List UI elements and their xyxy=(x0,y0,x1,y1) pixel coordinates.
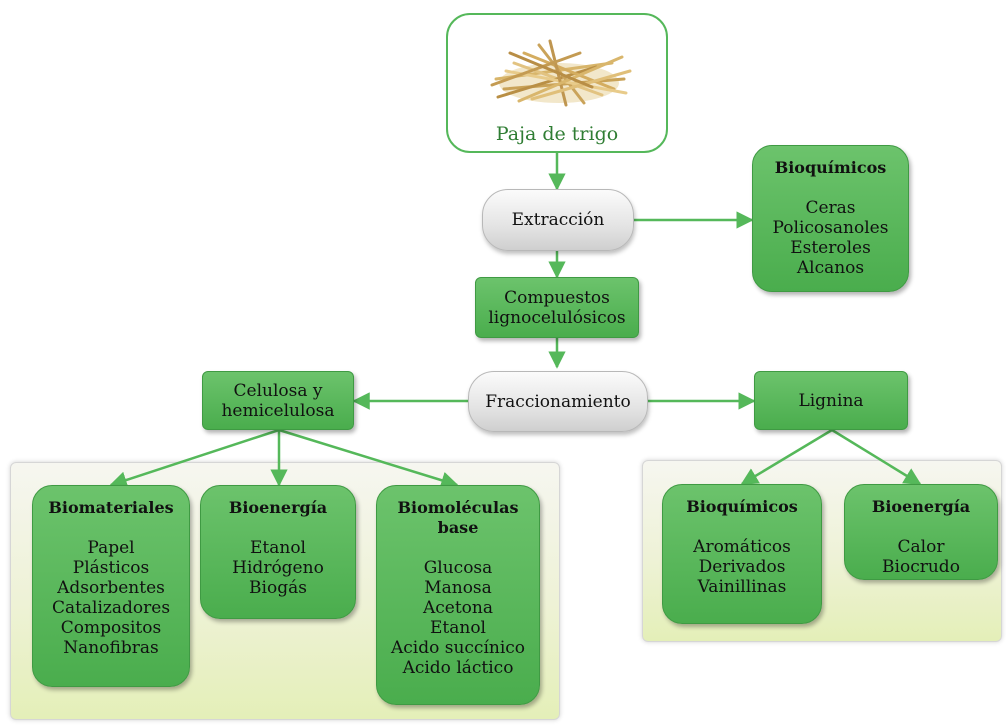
list-item: Acetona xyxy=(422,598,493,618)
straw-image xyxy=(490,39,632,107)
list-item: Ceras xyxy=(805,198,856,218)
bioquimicos-top-title: Bioquímicos xyxy=(774,158,887,177)
list-item: Esteroles xyxy=(790,238,871,258)
bioquimicos-right-title: Bioquímicos xyxy=(686,497,798,516)
lignina-label: Lignina xyxy=(798,390,864,411)
list-item: Glucosa xyxy=(423,558,493,578)
biomateriales-title: Biomateriales xyxy=(48,498,174,517)
arrow-celulosa-to-biomateriales xyxy=(109,428,280,489)
list-item: Alcanos xyxy=(796,258,865,278)
list-item: Compositos xyxy=(60,618,162,638)
wheat-straw-box: Paja de trigo xyxy=(446,13,668,153)
lignina-box: Lignina xyxy=(754,371,908,430)
list-item: Etanol xyxy=(250,538,306,558)
list-item: Papel xyxy=(87,538,135,558)
extraction-label: Extracción xyxy=(511,210,605,230)
list-item: Derivados xyxy=(698,557,786,577)
list-item: Etanol xyxy=(430,618,486,638)
bioenergia-right-title: Bioenergía xyxy=(871,497,971,516)
fraccionamiento-node: Fraccionamiento xyxy=(468,371,648,432)
list-item: Hidrógeno xyxy=(232,558,324,578)
biomoleculas-title-line2: base xyxy=(437,518,479,537)
biomoleculas-title-line1: Biomoléculas xyxy=(397,498,519,517)
bioquimicos-right-box: Bioquímicos Aromáticos Derivados Vainill… xyxy=(662,484,822,624)
list-item: Acido succínico xyxy=(390,638,526,658)
list-item: Catalizadores xyxy=(51,598,171,618)
bioenergia-right-box: Bioenergía Calor Biocrudo xyxy=(844,484,998,580)
arrow-celulosa-to-biomoleculas xyxy=(278,428,459,489)
list-item: Nanofibras xyxy=(63,638,159,658)
arrow-lignina-to-bioquimicos xyxy=(740,428,833,486)
list-item: Adsorbentes xyxy=(57,578,165,598)
biomateriales-box: Biomateriales Papel Plásticos Adsorbente… xyxy=(32,485,190,687)
bioenergia-left-title: Bioenergía xyxy=(228,498,328,517)
list-item: Plásticos xyxy=(72,558,150,578)
celulosa-line1: Celulosa y xyxy=(233,380,323,401)
celulosa-box: Celulosa y hemicelulosa xyxy=(202,371,354,430)
list-item: Vainillinas xyxy=(697,577,787,597)
extraction-node: Extracción xyxy=(482,189,634,251)
biomoleculas-box: Biomoléculas base Glucosa Manosa Acetona… xyxy=(376,485,540,705)
list-item: Calor xyxy=(897,537,945,557)
list-item: Aromáticos xyxy=(693,537,791,557)
bioquimicos-top-box: Bioquímicos Ceras Policosanoles Esterole… xyxy=(752,145,909,292)
list-item: Acido láctico xyxy=(402,658,514,678)
fraccionamiento-label: Fraccionamiento xyxy=(485,391,631,412)
arrow-lignina-to-bioenergia xyxy=(831,428,922,486)
list-item: Biocrudo xyxy=(882,557,960,577)
list-item: Policosanoles xyxy=(772,218,889,238)
celulosa-line2: hemicelulosa xyxy=(221,400,335,421)
list-item: Manosa xyxy=(424,578,492,598)
source-label: Paja de trigo xyxy=(495,123,619,145)
compuestos-box: Compuestos lignocelulósicos xyxy=(475,277,639,338)
compuestos-line1: Compuestos xyxy=(504,287,610,308)
list-item: Biogás xyxy=(249,578,307,598)
bioenergia-left-box: Bioenergía Etanol Hidrógeno Biogás xyxy=(200,485,356,619)
compuestos-line2: lignocelulósicos xyxy=(488,307,626,328)
